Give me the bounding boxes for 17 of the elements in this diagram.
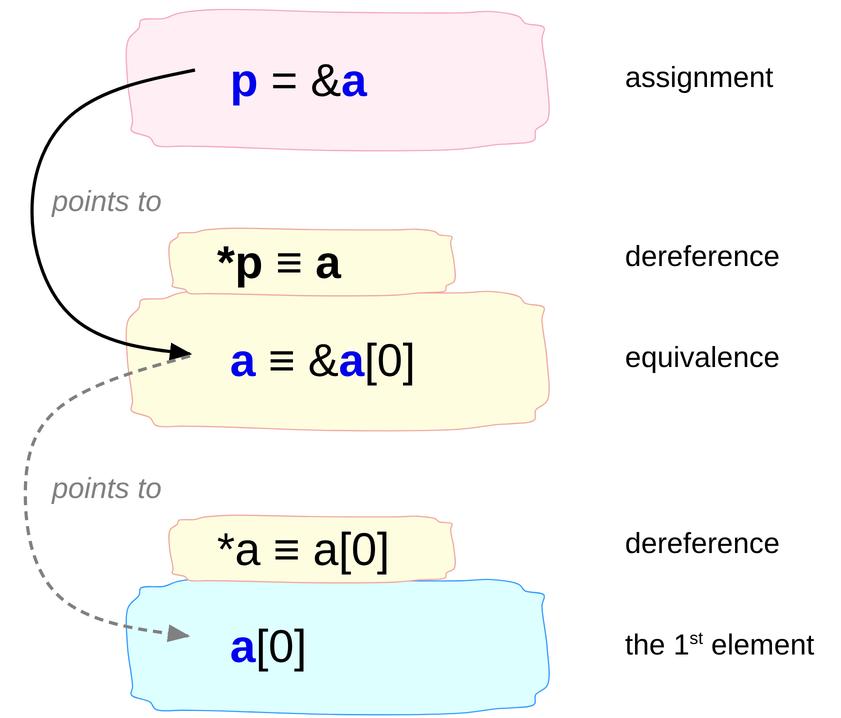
formula-text: *a ≡ a[0]: [217, 522, 390, 576]
formula-text: a ≡ &a[0]: [230, 333, 416, 387]
curved-arrow: [30, 68, 196, 360]
formula-text: a[0]: [230, 619, 307, 673]
description-text: dereference: [625, 528, 780, 561]
description-text: equivalence: [625, 342, 780, 375]
formula-text: p = &a: [230, 53, 367, 107]
cloud-node: [167, 226, 457, 298]
curved-arrow: [24, 354, 190, 642]
description-text: dereference: [625, 241, 780, 274]
cloud-node: [125, 576, 550, 716]
description-text: the 1$^{st}$ element: [625, 628, 814, 663]
formula-text: *p ≡ a: [217, 235, 341, 289]
cloud-node: [125, 288, 550, 432]
cloud-node: [167, 513, 457, 585]
description-text: assignment: [625, 62, 774, 95]
cloud-node: [125, 8, 550, 152]
